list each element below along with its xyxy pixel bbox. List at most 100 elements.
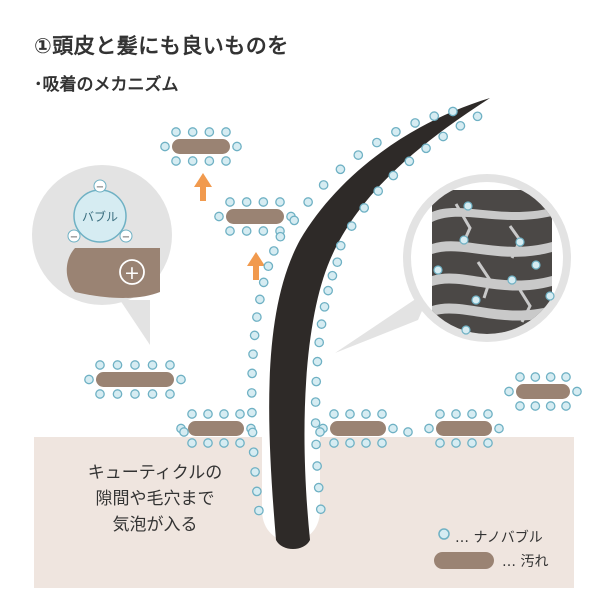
hair-bubble	[255, 294, 265, 305]
caption-line-2: 隙間や毛穴まで	[95, 489, 215, 509]
nano-bubble	[345, 409, 355, 419]
nano-bubble	[95, 360, 105, 370]
nano-bubble	[572, 386, 582, 397]
hair-bubble	[315, 504, 326, 515]
nano-bubble	[258, 226, 269, 236]
nano-bubble	[219, 409, 229, 419]
nano-bubble	[483, 438, 493, 448]
cuticle-gap-4	[432, 303, 552, 321]
hair-bubble	[319, 301, 330, 312]
hair-bubble	[327, 270, 338, 281]
hair-bubble	[373, 186, 384, 196]
hair-bubble	[335, 164, 346, 175]
hair-bubble	[311, 439, 321, 450]
hair-bubble	[391, 126, 401, 137]
nano-bubble	[232, 141, 242, 152]
hair-bubble	[310, 397, 321, 407]
hair-bubble	[448, 106, 458, 117]
hair-bubble	[353, 150, 364, 160]
nano-bubble	[147, 360, 158, 370]
plus-charge-circle	[119, 259, 145, 285]
zoom-pointer	[335, 288, 432, 353]
hair-bubble	[311, 376, 322, 387]
nano-bubble	[165, 360, 175, 370]
nano-bubble	[329, 409, 339, 419]
nano-bubble	[130, 360, 140, 370]
nano-bubble	[203, 438, 213, 448]
nano-bubble	[221, 156, 231, 166]
page-title: ①頭皮と髪にも良いものを	[34, 34, 289, 58]
nano-bubble	[424, 423, 434, 434]
nano-bubble	[403, 427, 413, 437]
nano-bubble	[530, 372, 541, 382]
nano-bubble	[187, 156, 198, 166]
hair-bubble	[258, 277, 269, 288]
nano-bubble	[545, 372, 556, 382]
nano-bubble	[130, 389, 140, 399]
cuticle-crack-3	[476, 261, 492, 299]
nano-bubble	[504, 386, 514, 397]
hair-bubble	[314, 337, 325, 348]
nano-bubble	[165, 389, 175, 399]
hair-bubble	[359, 203, 370, 213]
nano-bubble	[435, 438, 445, 448]
hair-bubble	[269, 246, 279, 256]
nano-bubble	[225, 226, 235, 236]
nano-bubble	[275, 197, 285, 207]
nano-bubble	[388, 423, 398, 434]
nano-bubble	[171, 127, 181, 137]
hair-bubble	[313, 482, 324, 493]
nano-bubble	[203, 409, 213, 419]
plus-charge: +	[124, 262, 140, 284]
hair-bubble	[303, 197, 313, 207]
nano-bubble	[530, 401, 541, 411]
nano-bubble	[451, 438, 461, 448]
nano-bubble	[241, 197, 252, 207]
nano-bubble	[361, 438, 371, 448]
up-arrow-1	[194, 173, 212, 201]
dirt-particle	[436, 421, 492, 436]
nano-bubble	[147, 389, 158, 399]
nano-bubble	[258, 197, 269, 207]
nano-bubble	[171, 156, 181, 166]
hair-bubble	[246, 388, 257, 398]
hair-bubbles	[246, 106, 483, 516]
nano-bubble	[467, 438, 477, 448]
hair-bubble	[263, 261, 274, 272]
nano-bubble	[545, 401, 556, 411]
hair-bubble	[323, 285, 333, 296]
hair-bubble	[421, 143, 431, 154]
dirt-particle	[96, 372, 174, 387]
minus-charge-left: −	[70, 232, 78, 243]
dirt-particle	[188, 421, 244, 436]
nano-bubble	[219, 438, 229, 448]
hair-bubble	[318, 180, 329, 190]
nano-bubble	[451, 409, 461, 419]
bubble-label: バブル	[82, 209, 118, 224]
nano-bubble	[561, 372, 571, 382]
nano-bubble	[176, 374, 186, 385]
callout-dirt-blob	[66, 248, 160, 298]
nano-bubble	[95, 389, 105, 399]
nano-bubble	[112, 389, 123, 399]
bubble-callout: バブル − − − +	[32, 165, 172, 345]
page-subtitle: ･吸着のメカニズム	[34, 75, 179, 95]
hair-bubble	[429, 111, 440, 122]
dirt-particle	[172, 139, 230, 154]
nano-bubble	[204, 127, 215, 137]
nano-bubble	[315, 427, 325, 437]
nano-bubble	[235, 409, 245, 419]
nano-bubble	[345, 438, 355, 448]
hair-bubble	[249, 330, 260, 341]
nano-bubble	[221, 127, 231, 137]
hair-bubble	[346, 221, 357, 231]
minus-charge-top: −	[96, 182, 104, 193]
hair-bubble	[388, 170, 399, 181]
nano-bubble	[467, 409, 477, 419]
hair-bubble	[248, 447, 259, 458]
dirt-particles	[84, 127, 582, 448]
zoom-bubbles	[433, 201, 555, 335]
hair-bubble	[310, 418, 321, 428]
nano-bubble	[494, 423, 504, 434]
